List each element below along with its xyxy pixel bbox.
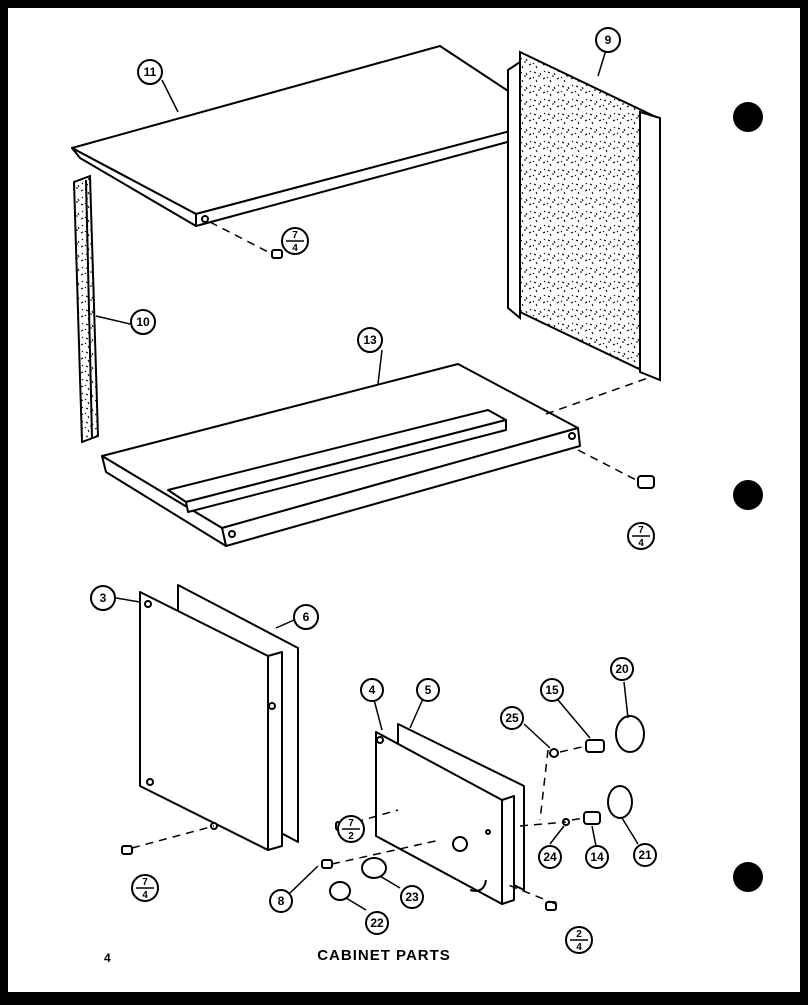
callout-4: 4: [360, 678, 384, 702]
right-screen-panel: [507, 50, 661, 382]
callout-label: 22: [370, 916, 384, 930]
ref-numerator: 2: [576, 929, 582, 940]
callout-25: 25: [500, 706, 524, 730]
left-side-panel: [139, 584, 299, 851]
callout-9: 9: [595, 27, 621, 53]
ref-denominator: 4: [292, 243, 298, 254]
callout-label: 8: [278, 894, 285, 908]
callout-14: 14: [585, 845, 609, 869]
ref-denominator: 2: [348, 831, 354, 842]
callout-23: 23: [400, 885, 424, 909]
ref-numerator: 7: [142, 877, 148, 888]
callout-3: 3: [90, 585, 116, 611]
callout-label: 10: [136, 315, 150, 329]
control-panel: [375, 723, 525, 905]
ref-2-4: 2 4: [565, 926, 593, 954]
callout-label: 21: [638, 848, 652, 862]
callout-label: 23: [405, 890, 419, 904]
binder-hole-bottom: [733, 862, 763, 892]
ref-numerator: 7: [292, 230, 298, 241]
assembly-lines: [131, 221, 649, 905]
callout-20: 20: [610, 657, 634, 681]
callout-label: 24: [543, 850, 557, 864]
callout-label: 9: [605, 33, 612, 47]
binder-hole-top: [733, 102, 763, 132]
ref-7-4-right: 7 4: [627, 522, 655, 550]
callout-label: 13: [363, 333, 377, 347]
ref-numerator: 7: [348, 818, 354, 829]
leader-lines: [95, 49, 639, 911]
callout-label: 15: [545, 683, 559, 697]
callout-22: 22: [365, 911, 389, 935]
binder-hole-middle: [733, 480, 763, 510]
ref-denominator: 4: [576, 942, 582, 953]
callout-11: 11: [137, 59, 163, 85]
callout-24: 24: [538, 845, 562, 869]
callout-10: 10: [130, 309, 156, 335]
callout-label: 3: [100, 591, 107, 605]
callout-21: 21: [633, 843, 657, 867]
callout-label: 11: [144, 65, 157, 79]
callout-label: 4: [369, 683, 376, 697]
callout-label: 25: [505, 711, 519, 725]
ref-7-2: 7 2: [337, 815, 365, 843]
callout-8: 8: [269, 889, 293, 913]
left-strip: [72, 174, 100, 444]
callout-5: 5: [416, 678, 440, 702]
callout-label: 14: [590, 850, 604, 864]
ref-denominator: 4: [638, 538, 644, 549]
callout-13: 13: [357, 327, 383, 353]
ref-7-4-left: 7 4: [131, 874, 159, 902]
callout-15: 15: [540, 678, 564, 702]
callout-label: 5: [425, 683, 432, 697]
callout-6: 6: [293, 604, 319, 630]
ref-7-4-top: 7 4: [281, 227, 309, 255]
page-number: 4: [104, 951, 111, 965]
diagram-caption: CABINET PARTS: [317, 947, 451, 964]
ref-numerator: 7: [638, 525, 644, 536]
callout-label: 6: [303, 610, 310, 624]
ref-denominator: 4: [142, 890, 148, 901]
callout-label: 20: [615, 662, 629, 676]
base-pan: [101, 363, 581, 547]
